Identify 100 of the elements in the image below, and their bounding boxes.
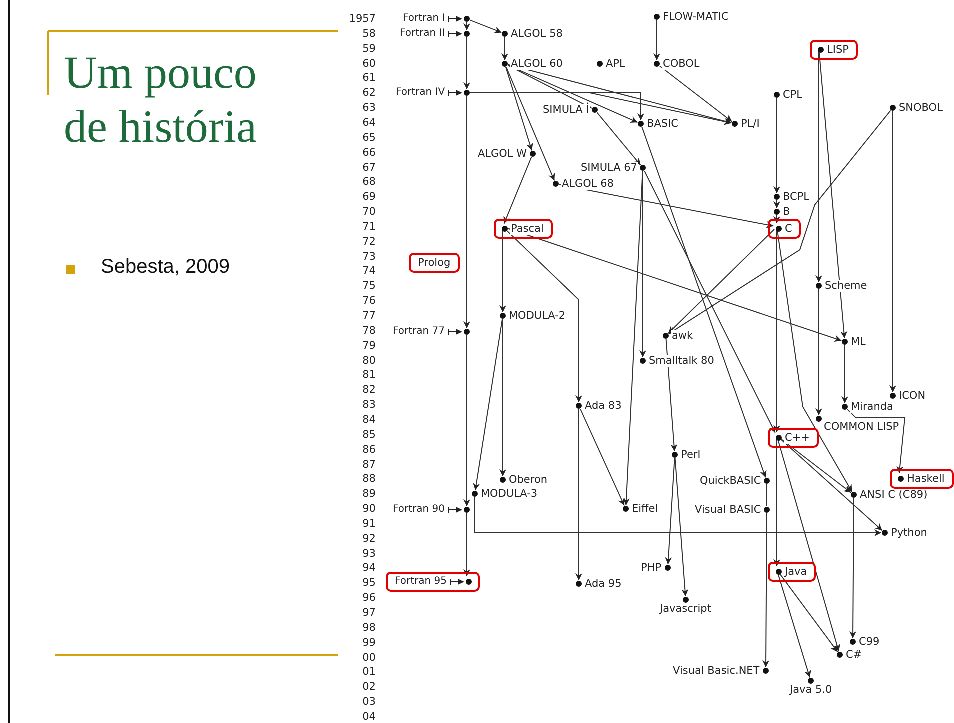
arrow	[508, 64, 732, 125]
arrow	[470, 20, 502, 34]
arrow	[778, 572, 812, 678]
language-label: Java	[784, 566, 808, 578]
language-label: ALGOL W	[477, 148, 528, 160]
arrow	[668, 110, 892, 335]
language-label: SNOBOL	[898, 102, 944, 114]
highlight-box	[494, 219, 553, 240]
year-label: 79	[362, 340, 376, 352]
language-label: BCPL	[782, 191, 811, 204]
year-label: 88	[362, 473, 376, 486]
year-label: 81	[362, 369, 376, 382]
year-label: 99	[362, 636, 376, 649]
arrow	[778, 438, 840, 652]
arrow	[576, 409, 582, 581]
arrow	[506, 66, 556, 182]
year-label: 69	[362, 191, 376, 204]
arrow	[640, 171, 646, 358]
bullet-text: Sebesta, 2009	[101, 256, 230, 279]
year-label: 76	[362, 295, 376, 308]
language-label: C++	[784, 432, 811, 444]
year-label: 63	[362, 102, 376, 114]
arrow	[464, 22, 470, 31]
year-label: 61	[362, 72, 376, 84]
arrow	[596, 112, 642, 166]
highlight-box	[768, 428, 819, 448]
arrow	[842, 345, 848, 404]
language-label: Pascal	[510, 223, 545, 236]
language-label: Miranda	[850, 401, 894, 414]
slide-title: Um pouco de história	[64, 46, 258, 154]
year-label: 01	[362, 666, 376, 678]
year-label: 95	[362, 577, 376, 590]
language-label: Eiffel	[631, 503, 660, 516]
language-label: PL/I	[740, 118, 761, 130]
language-label: Visual Basic.NET	[672, 665, 761, 678]
arrow	[506, 66, 534, 152]
year-label: 68	[362, 176, 376, 188]
highlight-box	[768, 219, 802, 240]
language-label: MODULA-3	[480, 488, 539, 500]
arrow	[464, 96, 470, 329]
year-label: 86	[362, 444, 376, 456]
year-label: 58	[362, 28, 376, 40]
year-label: 64	[362, 116, 376, 129]
year-label: 71	[362, 220, 376, 233]
language-label: FLOW-MATIC	[662, 11, 730, 24]
language-label: Ada 83	[584, 400, 623, 412]
arrow	[504, 156, 532, 224]
arrow	[674, 458, 689, 597]
year-label: 02	[362, 681, 376, 694]
language-label: Fortran 95	[394, 576, 448, 588]
language-label: Fortran II	[399, 28, 446, 40]
highlight-box	[409, 253, 460, 274]
language-label: Java 5.0	[789, 684, 834, 696]
language-label: Fortran 77	[392, 326, 446, 338]
arrow	[505, 228, 582, 403]
language-label: Smalltalk 80	[648, 355, 716, 368]
year-label: 77	[362, 310, 376, 322]
language-label: COBOL	[662, 58, 701, 70]
year-label: 90	[362, 503, 376, 516]
year-label: 04	[362, 710, 376, 723]
highlight-box	[810, 40, 858, 60]
highlight-box	[386, 572, 480, 592]
language-label: ANSI C (C89)	[859, 489, 929, 502]
year-label: 78	[362, 324, 376, 337]
language-label: C	[784, 223, 794, 236]
year-label: 60	[362, 58, 376, 70]
year-label: 00	[362, 652, 376, 664]
highlight-box	[768, 562, 816, 582]
language-label: Fortran I	[402, 13, 446, 24]
arrow	[668, 229, 775, 334]
language-label: Haskell	[906, 473, 946, 486]
year-label: 66	[362, 146, 376, 159]
arrow	[500, 230, 506, 313]
arrow	[778, 572, 838, 653]
language-label: Perl	[680, 449, 702, 462]
year-label: 67	[362, 162, 376, 174]
arrow	[762, 513, 770, 668]
year-label: 73	[362, 250, 376, 263]
arrow	[659, 66, 733, 122]
arrow	[502, 37, 508, 61]
language-label: Ada 95	[584, 578, 623, 590]
year-label: 1957	[348, 13, 376, 25]
language-label: Visual BASIC	[694, 504, 762, 516]
language-label: C99	[858, 636, 881, 648]
year-label: 98	[362, 622, 376, 634]
arrow	[774, 230, 780, 433]
language-label: ALGOL 60	[510, 58, 564, 70]
arrow	[580, 408, 625, 506]
highlight-box	[890, 469, 954, 490]
arrow	[816, 289, 822, 416]
year-label: 97	[362, 607, 376, 619]
arrow	[779, 438, 883, 532]
year-label: 94	[362, 562, 376, 574]
arrow	[500, 319, 506, 477]
arrow	[644, 170, 776, 434]
language-label: Oberon	[508, 474, 549, 486]
arrow	[464, 513, 470, 577]
year-label: 62	[362, 87, 376, 100]
language-label: SIMULA 67	[580, 162, 638, 174]
arrow	[508, 64, 638, 124]
